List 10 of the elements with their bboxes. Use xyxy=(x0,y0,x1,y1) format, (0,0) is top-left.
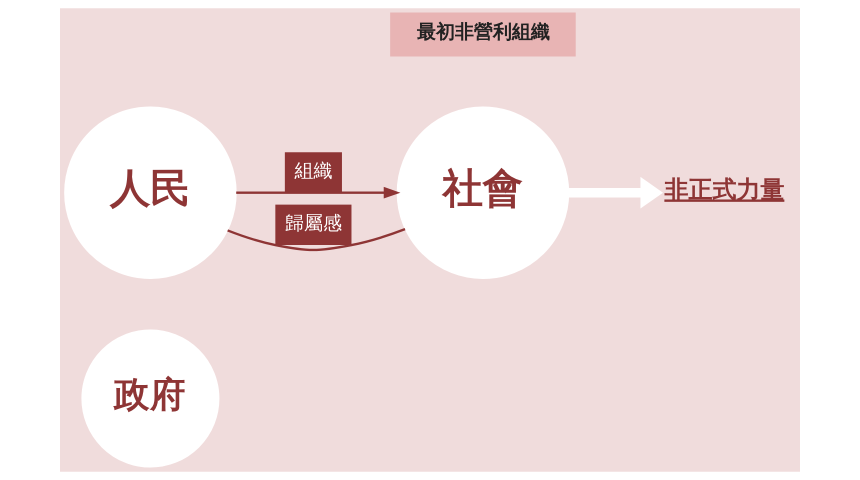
node-circle: 政府 xyxy=(81,330,220,468)
node-circle: 社會 xyxy=(396,106,570,279)
node-circle: 人民 xyxy=(64,106,237,279)
arrow xyxy=(236,186,400,199)
arrow xyxy=(568,176,664,208)
node-box: 最初非營利組織 xyxy=(390,12,576,56)
node-text: 非正式力量 xyxy=(664,175,784,204)
connector xyxy=(227,228,406,252)
edge-label: 組織 xyxy=(294,160,332,182)
edge-label: 歸屬感 xyxy=(284,212,342,234)
